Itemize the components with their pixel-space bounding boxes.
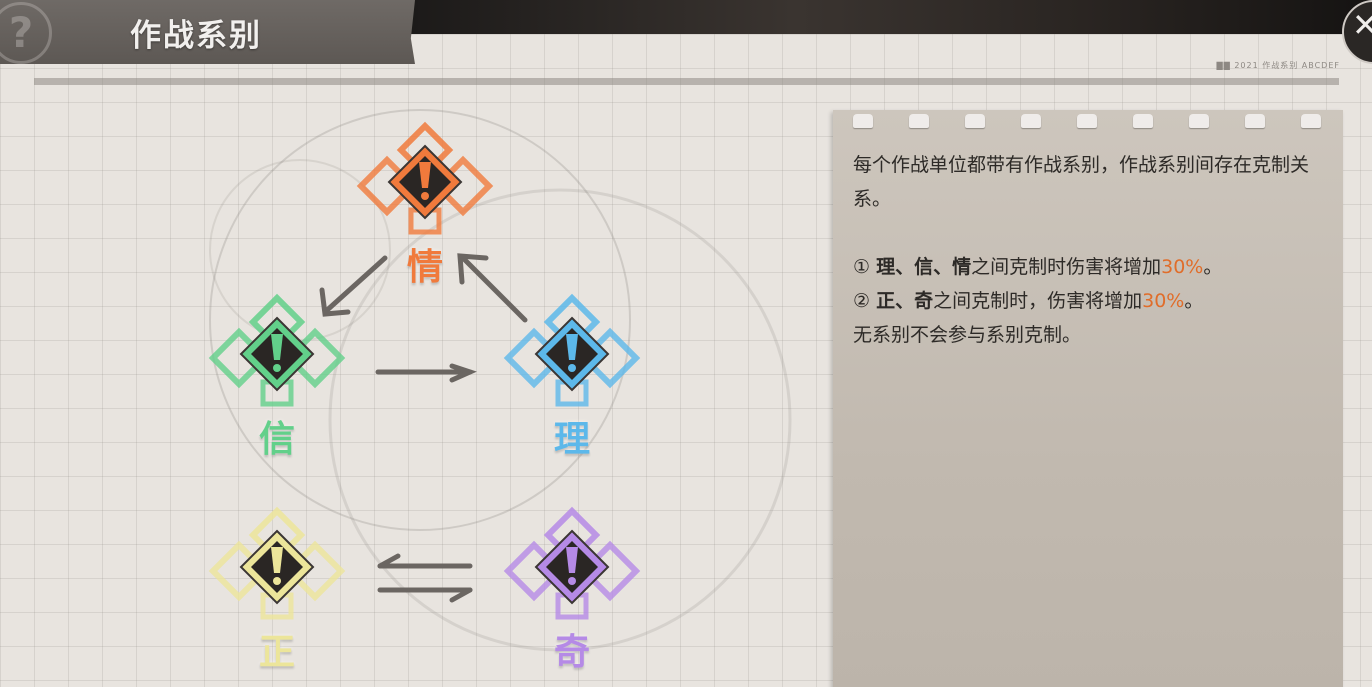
relation-diagram [209, 109, 792, 652]
arrow-qing-to-xin [319, 255, 388, 317]
rule-1-value: 30% [1161, 256, 1204, 278]
emblem-qing-label: 情 [406, 247, 443, 288]
notebook-ring [1245, 114, 1265, 128]
emblem-zheng-label: 正 [258, 632, 295, 673]
emblem-mark-dot [273, 577, 281, 585]
rule-1-text: 之间克制时伤害将增加 [971, 256, 1162, 278]
rule-2-text: 之间克制时，伤害将增加 [933, 290, 1143, 312]
notebook-rings [833, 110, 1343, 136]
notebook-ring [1301, 114, 1321, 128]
emblem-xin-label: 信 [258, 419, 295, 460]
rule-2-end: 。 [1184, 290, 1204, 312]
emblem-mark-dot [568, 577, 576, 585]
arrow-li-to-qing [457, 253, 528, 323]
top-background-strip [410, 0, 1372, 34]
emblem-li: 理 [502, 292, 642, 462]
emblem-mark-bar [566, 547, 578, 573]
emblem-mark-dot [568, 364, 576, 372]
panel-text: 每个作战单位都带有作战系别，作战系别间存在克制关系。 ① 理、信、情之间克制时伤… [853, 148, 1323, 352]
arrow-zheng-qi [377, 553, 473, 603]
close-icon: ✕ [1352, 6, 1372, 44]
emblem-qing-icon [356, 121, 494, 235]
rule-2: ② 正、奇之间克制时，伤害将增加30%。 [853, 284, 1323, 318]
tiny-caption: ▇▇ 2021 作战系别 ABCDEF [1216, 61, 1340, 70]
emblem-xin: 信 [207, 292, 347, 462]
emblem-qi-label: 奇 [553, 632, 590, 673]
deco-circle [209, 109, 631, 531]
emblem-mark-bar [566, 334, 578, 360]
note-text: 无系别不会参与系别克制。 [853, 324, 1082, 346]
info-panel: 每个作战单位都带有作战系别，作战系别间存在克制关系。 ① 理、信、情之间克制时伤… [833, 110, 1343, 687]
deco-circle [328, 188, 792, 652]
emblem-xin-icon [208, 293, 346, 407]
notebook-ring [1189, 114, 1209, 128]
rule-2-types: 正、奇 [876, 290, 934, 312]
emblem-qi-icon [503, 506, 641, 620]
emblem-zheng: 正 [207, 505, 347, 675]
header-plate: ? 作战系别 [0, 0, 415, 64]
rule-1-marker: ① [853, 256, 871, 278]
arrow-xin-to-li [375, 363, 477, 383]
notebook-ring [853, 114, 873, 128]
emblem-mark-bar [271, 547, 283, 573]
emblem-li-icon [503, 293, 641, 407]
rule-1-end: 。 [1203, 256, 1223, 278]
header-divider [34, 78, 1339, 85]
emblem-zheng-icon [208, 506, 346, 620]
notebook-ring [1021, 114, 1041, 128]
help-icon[interactable]: ? [0, 2, 52, 64]
rule-1-types: 理、信、情 [876, 256, 972, 278]
notebook-ring [1133, 114, 1153, 128]
notebook-ring [1077, 114, 1097, 128]
page-title: 作战系别 [130, 18, 262, 54]
emblem-mark-dot [273, 364, 281, 372]
notebook-ring [909, 114, 929, 128]
intro-text: 每个作战单位都带有作战系别，作战系别间存在克制关系。 [853, 154, 1310, 210]
notebook-ring [965, 114, 985, 128]
emblem-qi: 奇 [502, 505, 642, 675]
emblem-mark-dot [421, 192, 429, 200]
rule-1: ① 理、信、情之间克制时伤害将增加30%。 [853, 250, 1323, 284]
emblem-mark-bar [419, 162, 431, 188]
rule-2-value: 30% [1142, 290, 1185, 312]
rule-2-marker: ② [853, 290, 871, 312]
emblem-qing: 情 [355, 120, 495, 290]
emblem-mark-bar [271, 334, 283, 360]
emblem-li-label: 理 [553, 419, 590, 460]
